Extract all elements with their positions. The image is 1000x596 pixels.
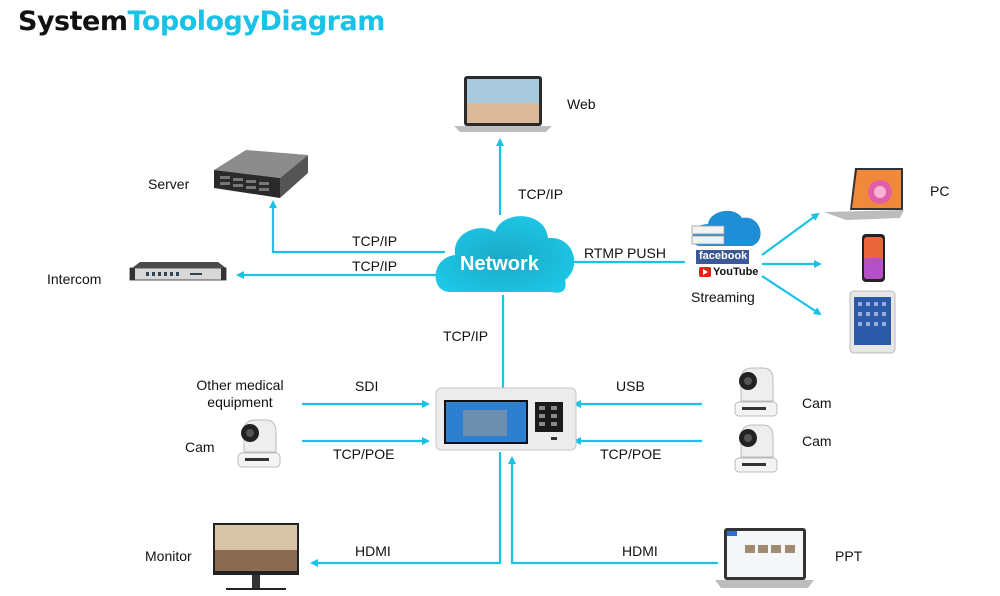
camera-left-icon xyxy=(237,419,281,468)
network-cloud-icon xyxy=(435,216,575,293)
monitor-icon xyxy=(213,523,299,590)
link-streaming-tablet xyxy=(761,275,822,316)
streaming-cloud-icon xyxy=(691,210,761,246)
link-label-medical-recorder: SDI xyxy=(355,378,379,394)
link-label-cam2-recorder: TCP/POE xyxy=(600,446,662,462)
server-label: Server xyxy=(148,176,190,192)
camera-right-1-icon xyxy=(734,367,778,417)
title-part-2: TopologyDiagram xyxy=(127,6,385,37)
cam-right-2-label: Cam xyxy=(802,433,832,449)
link-recorder-monitor xyxy=(310,452,502,567)
youtube-logo-icon xyxy=(699,267,711,277)
tablet-icon xyxy=(849,290,896,354)
web-laptop-icon xyxy=(454,76,552,132)
link-label-network-intercom: TCP/IP xyxy=(352,258,398,274)
web-label: Web xyxy=(567,96,596,112)
network-label: Network xyxy=(460,253,539,275)
camera-right-2-icon xyxy=(734,424,778,473)
cam-left-label: Cam xyxy=(185,439,215,455)
other-medical-label: Other medical equipment xyxy=(196,377,284,410)
link-network-server xyxy=(269,200,445,254)
ppt-laptop-icon xyxy=(715,528,814,588)
pc-label: PC xyxy=(930,183,950,199)
link-label-network-streaming: RTMP PUSH xyxy=(584,245,666,261)
pc-laptop-icon xyxy=(824,168,904,220)
intercom-icon xyxy=(129,262,227,281)
youtube-text: YouTube xyxy=(713,266,759,278)
ppt-label: PPT xyxy=(835,548,863,564)
link-label-network-server: TCP/IP xyxy=(352,233,398,249)
intercom-label: Intercom xyxy=(47,271,102,287)
link-label-recorder-network: TCP/IP xyxy=(443,328,489,344)
recorder-device-icon xyxy=(435,387,577,451)
streaming-label: Streaming xyxy=(691,289,755,305)
link-label-ppt-recorder: HDMI xyxy=(622,543,658,559)
link-label-recorder-monitor: HDMI xyxy=(355,543,391,559)
facebook-logo-icon xyxy=(696,250,749,264)
diagram-title: SystemTopologyDiagram xyxy=(18,6,385,37)
link-ppt-recorder xyxy=(508,456,718,565)
facebook-text: facebook xyxy=(699,250,748,262)
link-label-cam1-recorder: USB xyxy=(616,378,645,394)
link-label-camleft-recorder: TCP/POE xyxy=(333,446,395,462)
link-streaming-pc xyxy=(761,212,820,256)
monitor-label: Monitor xyxy=(145,548,192,564)
title-part-1: System xyxy=(18,6,128,37)
phone-icon xyxy=(862,234,885,282)
server-icon xyxy=(214,150,308,198)
link-label-network-web: TCP/IP xyxy=(518,186,564,202)
cam-right-1-label: Cam xyxy=(802,395,832,411)
